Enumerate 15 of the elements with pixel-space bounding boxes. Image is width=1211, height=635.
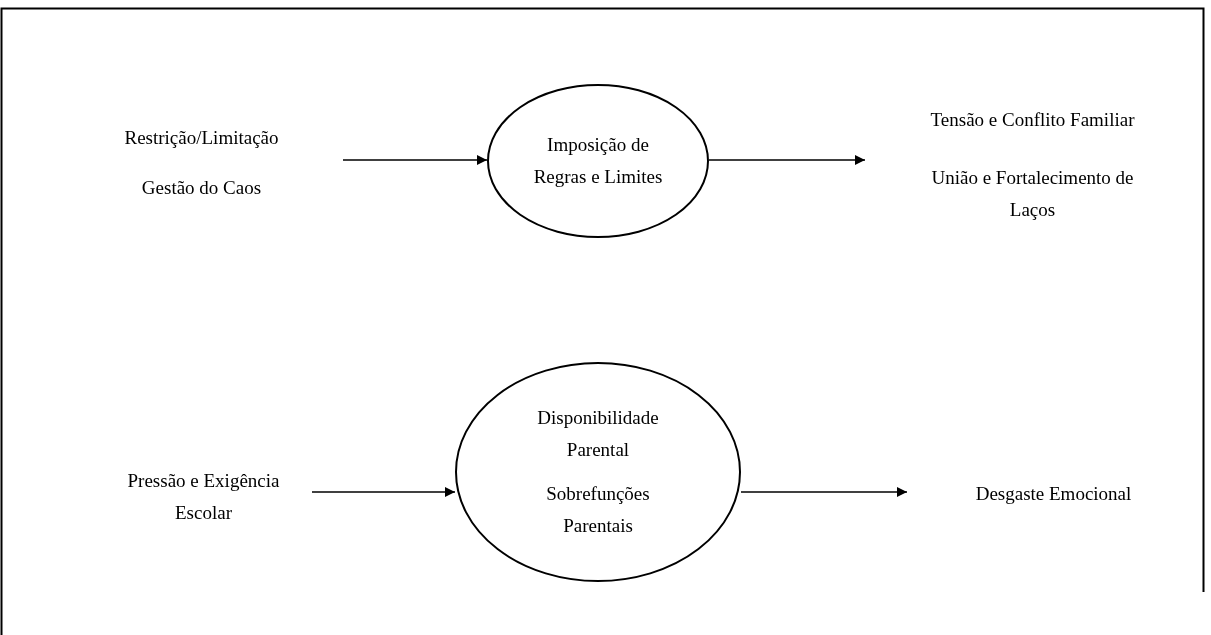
node-text: Sobrefunções Parentais	[545, 482, 651, 538]
arrow	[740, 487, 908, 497]
ellipse-node	[455, 362, 741, 582]
node-text: Gestão do Caos	[141, 175, 262, 200]
node-text: Desgaste Emocional	[975, 482, 1132, 506]
arrow	[708, 155, 866, 165]
ellipse-node	[487, 84, 709, 238]
node-text: Tensão e Conflito Familiar	[930, 108, 1135, 132]
arrow	[311, 487, 456, 497]
node-text: União e Fortalecimento de Laços	[930, 166, 1135, 222]
node-text: Imposição de Regras e Limites	[533, 133, 663, 189]
arrow	[342, 155, 488, 165]
node-text: Disponibilidade Parental	[536, 406, 660, 462]
node-text: Pressão e Exigência Escolar	[126, 469, 281, 525]
node-text: Restrição/Limitação	[124, 125, 279, 150]
